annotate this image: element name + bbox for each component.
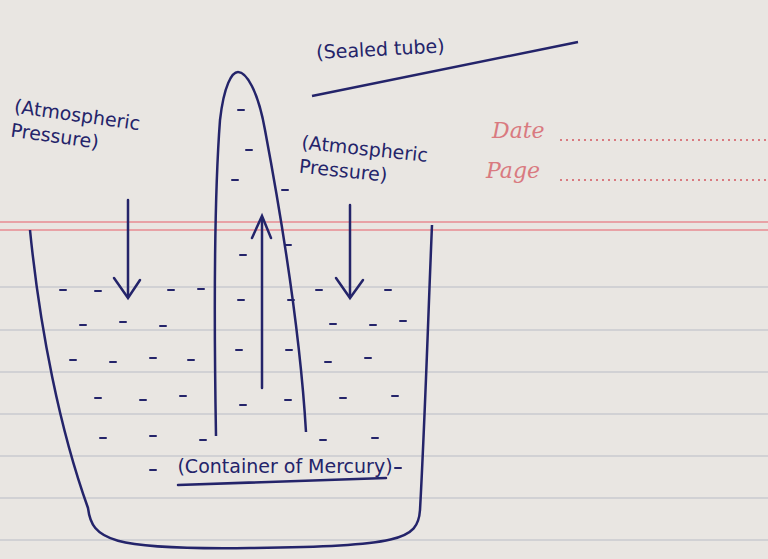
printed-field: Page xyxy=(486,158,556,184)
container-label: (Container of Mercury) xyxy=(170,454,400,478)
pressure-label: (Atmospheric Pressure) xyxy=(9,94,164,162)
tube-label: (Sealed tube) xyxy=(316,28,547,64)
pressure-label: (Atmospheric Pressure) xyxy=(298,130,462,194)
printed-field: Date xyxy=(492,118,562,144)
